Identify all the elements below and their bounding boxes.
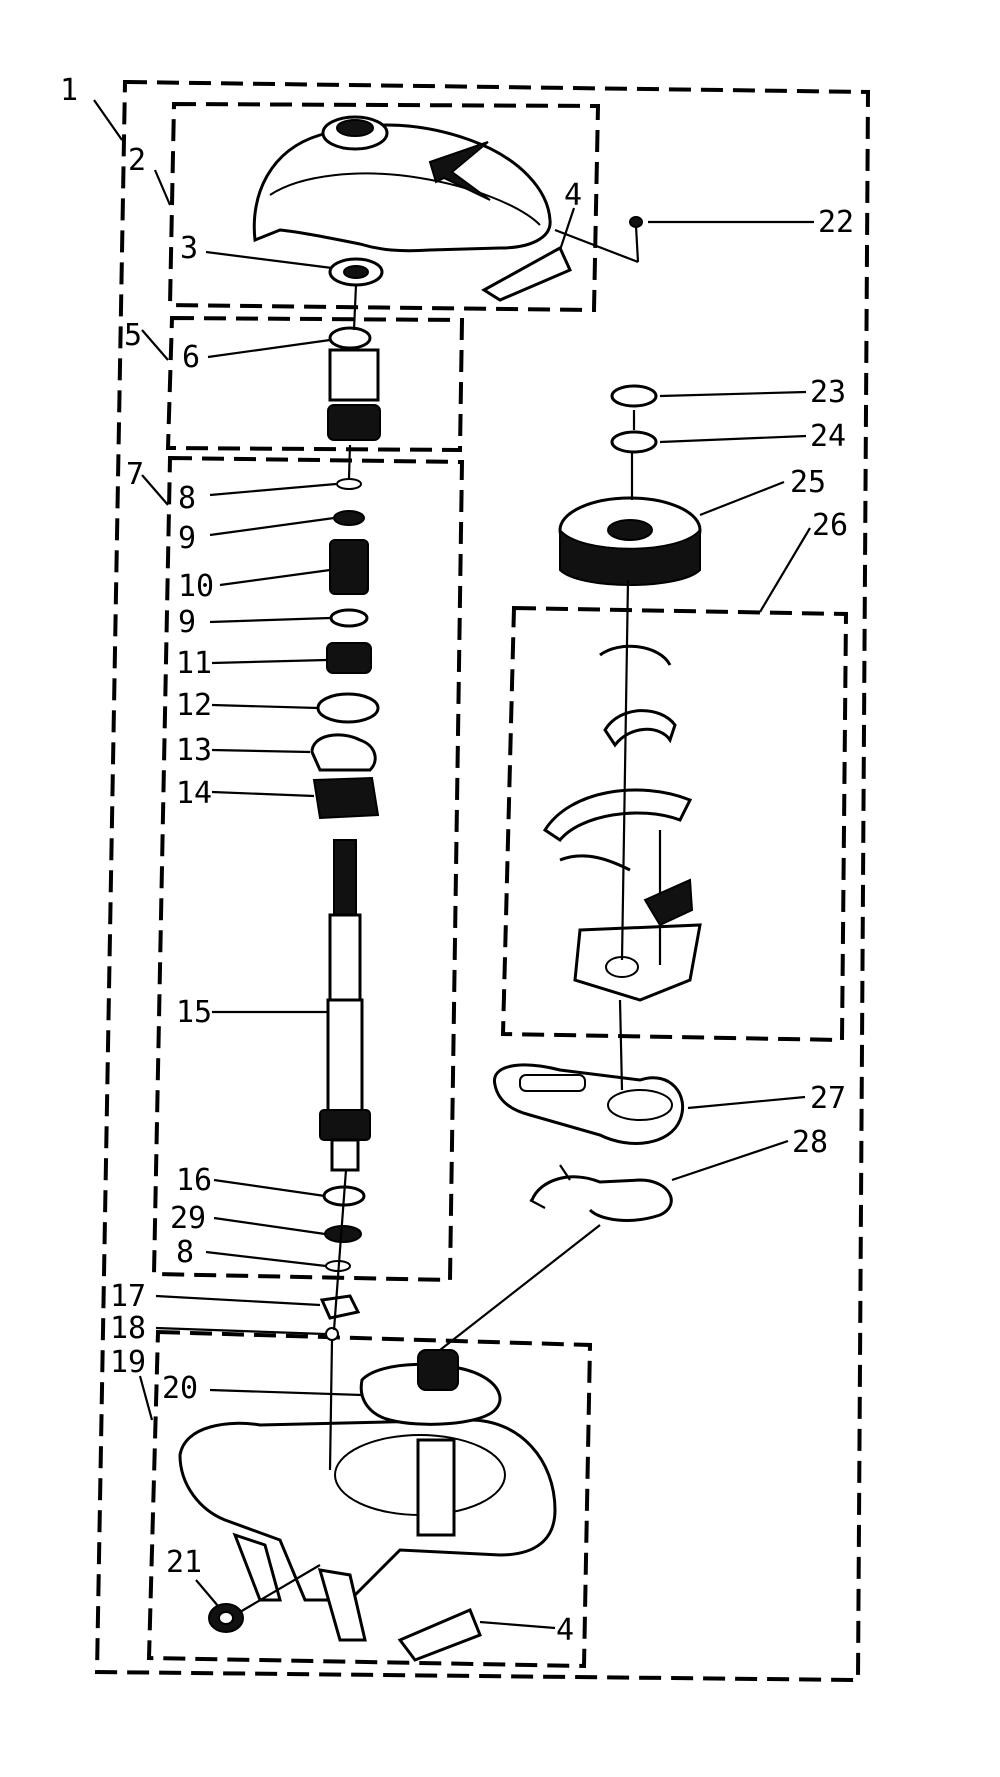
label-3: 3	[180, 231, 198, 266]
part-4-bottom-bracket	[397, 1608, 482, 1662]
label-6: 6	[182, 340, 200, 375]
label-9-top: 9	[178, 521, 196, 556]
label-4-bottom: 4	[556, 1613, 574, 1648]
assembly-box-7	[151, 455, 465, 1283]
label-18: 18	[110, 1311, 146, 1346]
label-21: 21	[166, 1545, 202, 1580]
part-3-seal	[328, 257, 384, 287]
label-27: 27	[810, 1081, 846, 1116]
label-17: 17	[110, 1279, 146, 1314]
label-23: 23	[810, 375, 846, 410]
label-5: 5	[124, 318, 142, 353]
label-4-top: 4	[564, 178, 582, 213]
label-11: 11	[176, 646, 212, 681]
label-20: 20	[162, 1371, 198, 1406]
part-22-screw	[629, 216, 643, 263]
label-13: 13	[176, 733, 212, 768]
label-14: 14	[176, 776, 212, 811]
label-12: 12	[176, 688, 212, 723]
gearcase-cover	[252, 115, 552, 253]
label-1: 1	[60, 73, 78, 108]
assembly-box-5	[165, 315, 465, 453]
part-28-spring	[529, 1164, 673, 1222]
assembly-box-1	[94, 79, 871, 1683]
label-7: 7	[126, 457, 144, 492]
assembly-box-19	[146, 1329, 593, 1669]
callout-labels: 1 2 3 4 22 5 6 7 8 9 10 9 11 12 13 14 15…	[60, 73, 854, 1648]
label-10: 10	[178, 569, 214, 604]
assembly-box-2	[167, 101, 601, 313]
label-9-bottom: 9	[178, 605, 196, 640]
assembly-boxes	[94, 79, 871, 1683]
gearcase-base	[178, 1349, 557, 1642]
part-4-top-bracket	[481, 245, 572, 302]
label-25: 25	[790, 465, 826, 500]
label-15: 15	[176, 995, 212, 1030]
parts	[178, 115, 702, 1662]
label-26: 26	[812, 508, 848, 543]
label-24: 24	[810, 419, 846, 454]
label-29: 29	[170, 1201, 206, 1236]
part-6-pinion	[327, 326, 381, 441]
part-27-lever	[493, 1063, 685, 1145]
label-8-top: 8	[178, 481, 196, 516]
label-16: 16	[176, 1163, 212, 1198]
leader-lines	[93, 99, 814, 1630]
label-19: 19	[110, 1345, 146, 1380]
label-22: 22	[818, 205, 854, 240]
part-15-shaft	[319, 839, 371, 1172]
center-lines	[328, 228, 639, 1471]
part-21-nut	[208, 1603, 244, 1633]
label-28: 28	[792, 1125, 828, 1160]
label-2: 2	[128, 143, 146, 178]
spring-stack	[310, 478, 380, 820]
right-gear-stack	[558, 384, 702, 586]
label-8-bottom: 8	[176, 1235, 194, 1270]
shift-assembly	[542, 644, 702, 1002]
